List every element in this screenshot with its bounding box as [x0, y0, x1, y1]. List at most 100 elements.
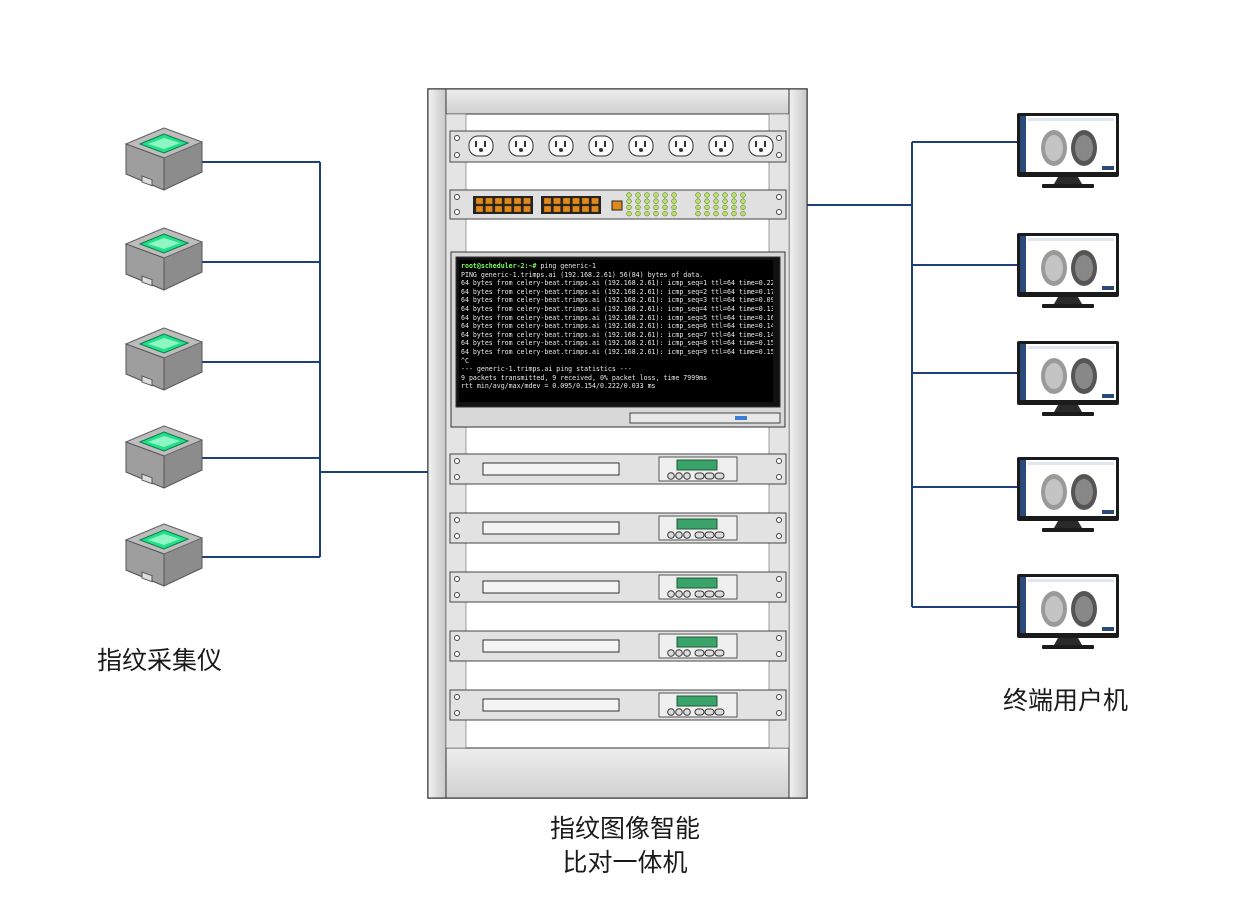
network-port-icon [581, 205, 590, 213]
terminal-line: 64 bytes from celery-beat.trimps.ai (192… [461, 322, 773, 331]
rack-label-line2: 比对一体机 [562, 848, 688, 877]
terminal-output: root@scheduler-2:~# ping generic-1 PING … [459, 260, 773, 402]
status-led-icon [731, 204, 737, 211]
status-led-icon [740, 204, 746, 211]
power-strip-icon [449, 130, 787, 163]
scanner-label: 指纹采集仪 [97, 646, 223, 675]
status-led-icon [653, 210, 659, 217]
status-led-icon [635, 198, 641, 204]
rack-label: 指纹图像智能 比对一体机 [500, 812, 750, 880]
network-port-icon [523, 205, 531, 213]
status-led-icon [662, 210, 668, 217]
rack-label-line1: 指纹图像智能 [549, 814, 700, 843]
power-outlet-icon [548, 135, 574, 157]
network-port-icon [475, 197, 484, 205]
status-led-icon [626, 204, 632, 211]
status-led-icon [671, 210, 677, 217]
power-outlet-icon [508, 135, 534, 157]
network-port-icon [572, 197, 580, 205]
terminal-label: 终端用户机 [1003, 686, 1129, 715]
power-outlet-icon [748, 135, 774, 157]
monitor-icon [1017, 457, 1119, 532]
terminal-line: 64 bytes from celery-beat.trimps.ai (192… [461, 339, 773, 348]
terminal-line: PING generic-1.trimps.ai (192.168.2.61) … [461, 270, 704, 279]
status-led-icon [722, 204, 728, 211]
status-led-icon [704, 192, 710, 198]
power-outlet-icon [588, 135, 614, 157]
status-led-icon [704, 198, 710, 204]
status-led-icon [644, 204, 650, 211]
status-led-icon [635, 192, 641, 198]
status-led-icon [713, 198, 719, 204]
status-led-icon [671, 198, 677, 204]
network-port-icon [543, 205, 552, 213]
terminal-line: 64 bytes from celery-beat.trimps.ai (192… [461, 296, 773, 305]
power-outlet-icon [708, 135, 734, 157]
status-led-icon [653, 204, 659, 211]
fingerprint-scanner-icon [124, 127, 204, 191]
status-led-icon [722, 210, 728, 217]
status-led-icon [740, 198, 746, 204]
power-outlet-icon [628, 135, 654, 157]
network-port-icon [591, 205, 599, 213]
network-port-icon [494, 205, 503, 213]
status-led-icon [740, 192, 746, 198]
network-port-icon [572, 205, 580, 213]
terminal-line: 64 bytes from celery-beat.trimps.ai (192… [461, 330, 773, 339]
status-led-icon [695, 198, 701, 204]
monitor-icon [1017, 113, 1119, 188]
status-led-icon [731, 210, 737, 217]
fingerprint-scanner-icon [124, 327, 204, 391]
status-led-icon [653, 192, 659, 198]
status-led-icon [695, 204, 701, 211]
status-led-icon [671, 204, 677, 211]
status-led-icon [713, 192, 719, 198]
network-port-icon [513, 205, 522, 213]
status-led-icon [704, 204, 710, 211]
status-led-icon [704, 210, 710, 217]
status-led-icon [626, 198, 632, 204]
network-port-icon [562, 205, 571, 213]
monitor-icon [1017, 233, 1119, 308]
status-led-icon [662, 204, 668, 211]
terminal-line: rtt min/avg/max/mdev = 0.095/0.154/0.222… [461, 382, 656, 391]
network-port-icon [494, 197, 503, 205]
monitor-icon [1017, 341, 1119, 416]
server-unit-icon [449, 453, 787, 485]
server-unit-icon [449, 630, 787, 662]
status-led-icon [662, 198, 668, 204]
patch-panel-icon [449, 189, 787, 220]
terminal-line: --- generic-1.trimps.ai ping statistics … [461, 365, 632, 374]
network-port-icon [485, 205, 493, 213]
network-port-icon [485, 197, 493, 205]
fingerprint-scanner-icon [124, 523, 204, 587]
terminal-line: 64 bytes from celery-beat.trimps.ai (192… [461, 347, 773, 356]
status-led-icon [644, 210, 650, 217]
network-port-icon [562, 197, 571, 205]
network-port-icon [553, 197, 561, 205]
network-port-icon [553, 205, 561, 213]
monitor-icon [1017, 574, 1119, 649]
terminal-line: 64 bytes from celery-beat.trimps.ai (192… [461, 304, 773, 313]
status-led-icon [722, 198, 728, 204]
terminal-line: ^C [461, 356, 469, 365]
status-led-icon [653, 198, 659, 204]
network-port-icon [523, 197, 531, 205]
terminal-line: 64 bytes from celery-beat.trimps.ai (192… [461, 313, 773, 322]
terminal-line: 9 packets transmitted, 9 received, 0% pa… [461, 373, 708, 382]
terminal-line: 64 bytes from celery-beat.trimps.ai (192… [461, 279, 773, 288]
power-outlet-icon [668, 135, 694, 157]
status-led-icon [695, 192, 701, 198]
status-led-icon [695, 210, 701, 217]
network-port-icon [543, 197, 552, 205]
status-led-icon [662, 192, 668, 198]
status-led-icon [635, 204, 641, 211]
fingerprint-scanner-icon [124, 425, 204, 489]
fingerprint-scanner-icon [124, 227, 204, 291]
status-led-icon [671, 192, 677, 198]
network-port-icon [581, 197, 590, 205]
status-led-icon [644, 192, 650, 198]
network-port-icon [591, 197, 599, 205]
status-led-icon [731, 192, 737, 198]
